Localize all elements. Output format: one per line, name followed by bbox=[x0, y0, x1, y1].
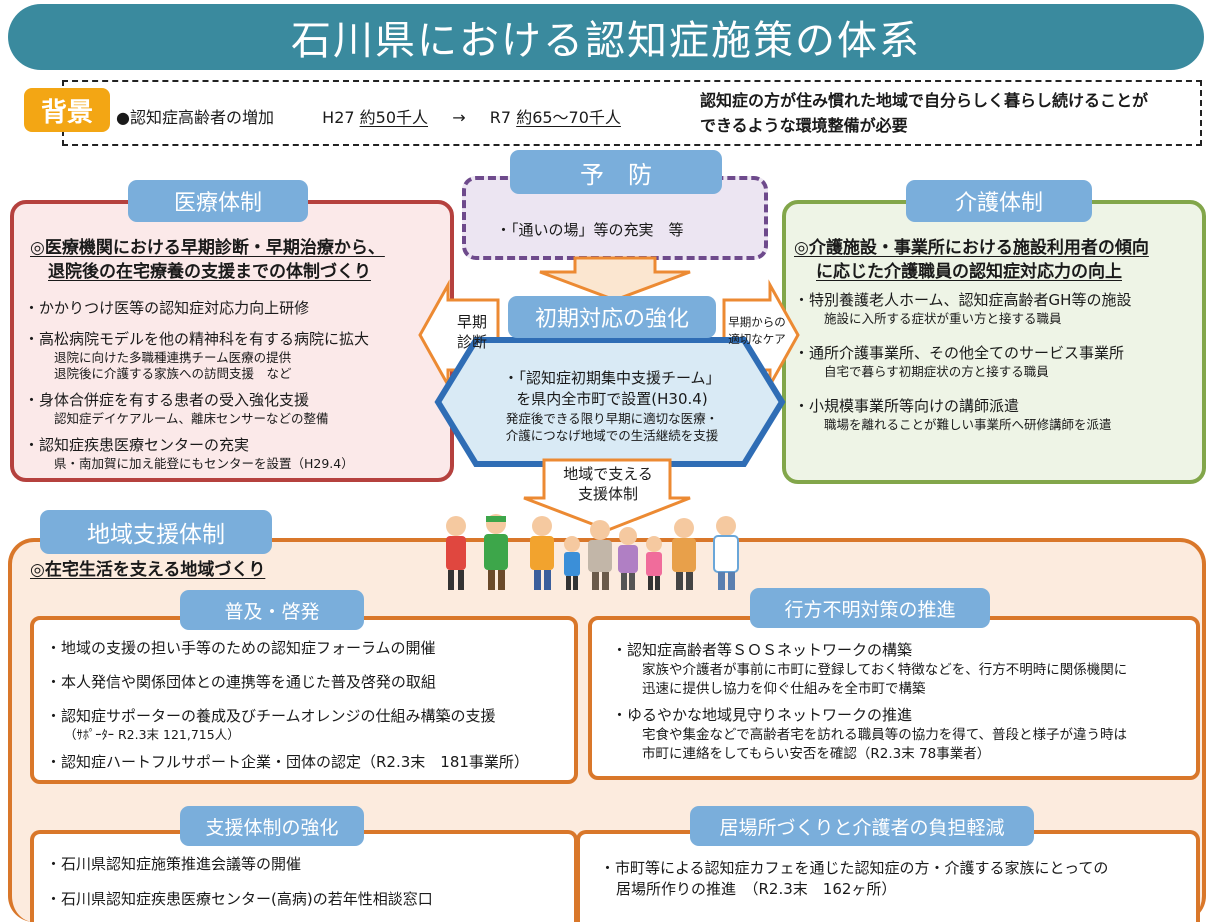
care-item: ・特別養護老人ホーム、認知症高齢者GH等の施設 bbox=[794, 291, 1132, 309]
down-arrow-label: 地域で支える 支援体制 bbox=[548, 464, 668, 504]
prevention-item: ・「通いの場」等の充実 等 bbox=[496, 221, 684, 239]
right-arrow-line-2: 適切なケア bbox=[728, 332, 786, 346]
support-list: ・石川県認知症施策推進会議等の開催 ・石川県認知症疾患医療センター(高病)の若年… bbox=[46, 854, 574, 910]
background-statistics: ●認知症高齢者の増加 H27 約50千人 → R7 約65～70千人 bbox=[116, 104, 621, 128]
prevention-header: 予 防 bbox=[510, 150, 722, 194]
h27-value: 約50千人 bbox=[359, 108, 429, 127]
awareness-list: ・地域の支援の担い手等のための認知症フォーラムの開催 ・本人発信や関係団体との連… bbox=[46, 638, 574, 773]
place-content: ・市町等による認知症カフェを通じた認知症の方・介護する家族にとっての 居場所作り… bbox=[600, 858, 1196, 900]
care-panel bbox=[782, 200, 1206, 484]
missing-list: ・認知症高齢者等ＳＯＳネットワークの構築 家族や介護者が事前に市町に登録しておく… bbox=[612, 640, 1200, 764]
need-line-1: 認知症の方が住み慣れた地域で自分らしく暮らし続けることが bbox=[700, 91, 1149, 110]
arrow-text: → bbox=[452, 108, 466, 127]
initial-header: 初期対応の強化 bbox=[508, 296, 716, 338]
place-line-1: ・市町等による認知症カフェを通じた認知症の方・介護する家族にとっての bbox=[600, 859, 1109, 877]
care-heading-line-1: ◎介護施設・事業所における施設利用者の傾向 bbox=[794, 238, 1149, 258]
awareness-item: ・地域の支援の担い手等のための認知症フォーラムの開催 bbox=[46, 639, 436, 657]
left-arrow-label: 早期 診断 bbox=[452, 312, 492, 352]
support-header: 支援体制の強化 bbox=[180, 806, 364, 846]
care-sub: 自宅で暮らす初期症状の方と接する職員 bbox=[824, 364, 1049, 379]
regional-header: 地域支援体制 bbox=[40, 510, 272, 554]
medical-heading: ◎医療機関における早期診断・早期治療から、 退院後の在宅療養の支援までの体制づく… bbox=[30, 236, 450, 284]
medical-item: ・かかりつけ医等の認知症対応力向上研修 bbox=[24, 299, 310, 317]
medical-sub: 認知症デイケアルーム、離床センサーなどの整備 bbox=[54, 411, 329, 426]
missing-panel bbox=[588, 616, 1200, 780]
left-arrow-line-1: 早期 bbox=[456, 313, 487, 331]
medical-heading-line-1: ◎医療機関における早期診断・早期治療から、 bbox=[30, 238, 385, 258]
medical-list: ・かかりつけ医等の認知症対応力向上研修 ・高松病院モデルを他の精神科を有する病院… bbox=[24, 298, 444, 472]
community-people-icon bbox=[446, 514, 739, 590]
missing-sub: 市町に連絡をしてもらい安否を確認（R2.3末 78事業者） bbox=[642, 746, 991, 762]
regional-heading: ◎在宅生活を支える地域づくり bbox=[30, 558, 350, 582]
care-sub: 職場を離れることが難しい事業所へ研修講師を派遣 bbox=[824, 417, 1112, 432]
regional-heading-text: ◎在宅生活を支える地域づくり bbox=[30, 560, 266, 580]
medical-panel bbox=[10, 200, 454, 482]
care-header: 介護体制 bbox=[906, 180, 1092, 222]
prevention-down-arrow bbox=[539, 256, 691, 302]
r7-value: 約65～70千人 bbox=[516, 108, 621, 127]
medical-header: 医療体制 bbox=[128, 180, 308, 222]
medical-sub: 退院後に介護する家族への訪問支援 など bbox=[54, 366, 292, 381]
need-line-2: できるような環境整備が必要 bbox=[700, 116, 908, 135]
initial-line-2: を県内全市町で設置(H30.4) bbox=[516, 390, 708, 408]
page-title: 石川県における認知症施策の体系 bbox=[8, 4, 1204, 70]
medical-item: ・認知症疾患医療センターの充実 bbox=[24, 436, 250, 454]
awareness-item: ・認知症サポーターの養成及びチームオレンジの仕組み構築の支援 bbox=[46, 707, 496, 725]
background-badge: 背景 bbox=[24, 88, 110, 132]
awareness-item: ・認知症ハートフルサポート企業・団体の認定（R2.3末 181事業所） bbox=[46, 753, 529, 771]
down-arrow-line-1: 地域で支える bbox=[563, 465, 653, 483]
missing-sub: 家族や介護者が事前に市町に登録しておく特徴などを、行方不明時に関係機関に bbox=[642, 662, 1128, 678]
care-sub: 施設に入所する症状が重い方と接する職員 bbox=[824, 311, 1062, 326]
medical-item: ・身体合併症を有する患者の受入強化支援 bbox=[24, 391, 310, 409]
care-item: ・小規模事業所等向けの講師派遣 bbox=[794, 397, 1020, 415]
r7-label: R7 bbox=[489, 108, 512, 127]
missing-sub: 迅速に提供し協力を仰ぐ仕組みを全市町で構築 bbox=[642, 681, 926, 697]
care-heading: ◎介護施設・事業所における施設利用者の傾向 に応じた介護職員の認知症対応力の向上 bbox=[794, 236, 1204, 284]
background-need: 認知症の方が住み慣れた地域で自分らしく暮らし続けることが できるような環境整備が… bbox=[700, 88, 1190, 138]
down-arrow-line-2: 支援体制 bbox=[577, 485, 638, 503]
right-arrow-line-1: 早期からの bbox=[728, 315, 786, 329]
support-item: ・石川県認知症施策推進会議等の開催 bbox=[46, 855, 302, 873]
initial-hexagon bbox=[434, 337, 786, 467]
care-item: ・通所介護事業所、その他全てのサービス事業所 bbox=[794, 344, 1125, 362]
left-arrow-line-2: 診断 bbox=[456, 333, 487, 351]
awareness-sub: （ｻﾎﾟｰﾀｰ R2.3末 121,715人） bbox=[64, 727, 240, 742]
h27-label: H27 bbox=[322, 108, 355, 127]
place-line-2: 居場所作りの推進 （R2.3末 162ヶ所） bbox=[616, 880, 897, 898]
medical-item: ・高松病院モデルを他の精神科を有する病院に拡大 bbox=[24, 330, 370, 348]
missing-item: ・ゆるやかな地域見守りネットワークの推進 bbox=[612, 706, 913, 724]
missing-sub: 宅食や集金などで高齢者宅を訪れる職員等の協力を得て、普段と様子が違う時は bbox=[642, 727, 1128, 743]
initial-content: ・「認知症初期集中支援チーム」 を県内全市町で設置(H30.4) 発症後できる限… bbox=[470, 368, 754, 444]
medical-sub: 退院に向けた多職種連携チーム医療の提供 bbox=[54, 350, 292, 365]
missing-header: 行方不明対策の推進 bbox=[750, 588, 990, 628]
missing-item: ・認知症高齢者等ＳＯＳネットワークの構築 bbox=[612, 641, 913, 659]
support-item: ・石川県認知症疾患医療センター(高病)の若年性相談窓口 bbox=[46, 890, 433, 908]
initial-line-1: ・「認知症初期集中支援チーム」 bbox=[503, 369, 721, 387]
awareness-item: ・本人発信や関係団体との連携等を通じた普及啓発の取組 bbox=[46, 673, 436, 691]
regional-down-arrow bbox=[523, 458, 691, 532]
awareness-header: 普及・啓発 bbox=[180, 590, 364, 630]
care-heading-line-2: に応じた介護職員の認知症対応力の向上 bbox=[816, 262, 1122, 282]
medical-heading-line-2: 退院後の在宅療養の支援までの体制づくり bbox=[48, 262, 371, 282]
place-header: 居場所づくりと介護者の負担軽減 bbox=[690, 806, 1034, 846]
initial-line-3: 発症後できる限り早期に適切な医療・ bbox=[505, 411, 719, 426]
medical-sub: 県・南加賀に加え能登にもセンターを設置（H29.4） bbox=[54, 456, 354, 471]
initial-line-4: 介護につなげ地域での生活継続を支援 bbox=[505, 428, 719, 443]
right-arrow-label: 早期からの 適切なケア bbox=[722, 314, 792, 348]
care-list: ・特別養護老人ホーム、認知症高齢者GH等の施設 施設に入所する症状が重い方と接す… bbox=[794, 290, 1204, 433]
bullet-text: ●認知症高齢者の増加 bbox=[116, 108, 274, 127]
